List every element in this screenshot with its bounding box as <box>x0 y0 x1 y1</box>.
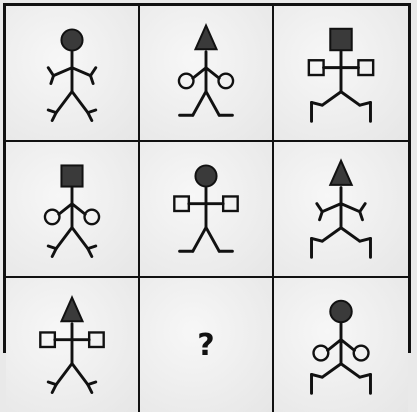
stick-figure <box>140 142 272 276</box>
cell-2 <box>140 6 274 142</box>
cell-6 <box>274 142 408 278</box>
right-leg <box>72 227 88 248</box>
left-arm <box>328 340 341 351</box>
stick-figure <box>274 6 408 140</box>
stick-figure <box>274 278 408 412</box>
circle-head <box>195 165 216 186</box>
puzzle-grid: ? <box>3 3 411 353</box>
left-leg <box>56 91 72 112</box>
cell-4 <box>6 142 140 278</box>
stick-figure <box>140 6 272 140</box>
right-foot <box>88 249 92 257</box>
left-foot <box>312 374 323 377</box>
circle-head <box>61 29 82 50</box>
triangle-head <box>195 25 216 49</box>
left-leg <box>193 91 206 115</box>
left-hand <box>320 212 323 220</box>
right-arm <box>72 204 85 215</box>
cell-3 <box>274 6 408 142</box>
right-arm <box>72 68 90 76</box>
left-leg <box>193 227 206 251</box>
left-foot <box>312 238 323 241</box>
left-foot <box>52 385 56 393</box>
right-leg <box>206 91 219 115</box>
right-foot <box>360 374 371 377</box>
left-square-hand <box>40 332 55 347</box>
stick-figure <box>6 6 138 140</box>
left-foot <box>52 249 56 257</box>
left-leg <box>56 363 72 384</box>
right-foot <box>88 385 92 393</box>
square-head <box>330 29 351 50</box>
left-leg <box>322 92 341 105</box>
left-arm <box>193 68 206 79</box>
left-circle-hand <box>314 346 329 361</box>
circle-head <box>330 301 351 322</box>
right-circle-hand <box>219 74 234 89</box>
right-square-hand <box>358 60 373 75</box>
left-circle-hand <box>179 74 194 89</box>
cell-7 <box>6 278 140 412</box>
right-leg <box>206 227 219 251</box>
right-foot <box>88 113 92 121</box>
left-foot <box>312 102 323 105</box>
right-arm <box>341 340 354 351</box>
right-leg <box>341 364 360 377</box>
right-square-hand <box>89 332 104 347</box>
right-hand <box>90 76 93 84</box>
left-square-hand <box>309 60 324 75</box>
triangle-head <box>61 297 82 321</box>
question-mark: ? <box>197 328 214 363</box>
left-leg <box>56 227 72 248</box>
left-leg <box>322 228 341 241</box>
left-foot <box>52 113 56 121</box>
triangle-head <box>330 161 351 185</box>
right-arm <box>341 204 360 212</box>
right-leg <box>72 91 88 112</box>
right-leg <box>341 228 360 241</box>
left-arm <box>322 204 341 212</box>
right-leg <box>341 92 360 105</box>
right-square-hand <box>223 196 238 211</box>
right-foot <box>360 238 371 241</box>
left-circle-hand <box>45 210 60 225</box>
left-arm <box>54 68 72 76</box>
cell-8-missing: ? <box>140 278 274 412</box>
cell-1 <box>6 6 140 142</box>
right-hand <box>360 212 363 220</box>
left-arm <box>59 204 72 215</box>
right-circle-hand <box>354 346 369 361</box>
cell-5 <box>140 142 274 278</box>
left-hand <box>51 76 54 84</box>
cell-9 <box>274 278 408 412</box>
left-square-hand <box>174 196 189 211</box>
right-foot <box>360 102 371 105</box>
right-circle-hand <box>85 210 100 225</box>
stick-figure <box>274 142 408 276</box>
right-leg <box>72 363 88 384</box>
stick-figure <box>6 142 138 276</box>
right-arm <box>206 68 219 79</box>
left-leg <box>322 364 341 377</box>
square-head <box>61 165 82 186</box>
stick-figure <box>6 278 138 412</box>
